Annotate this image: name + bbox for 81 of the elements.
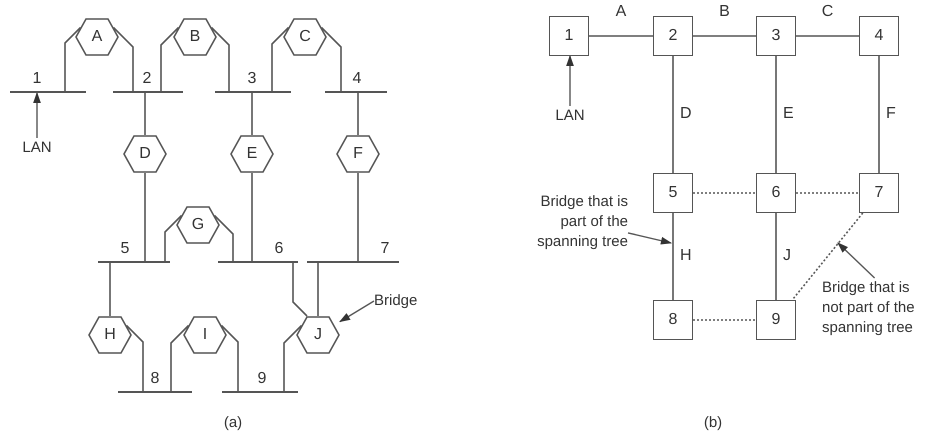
bridge-link: [251, 173, 253, 261]
bridge-link: [317, 263, 319, 316]
annotation-text: Bridge: [374, 291, 434, 311]
bridge-hexagon: H: [88, 316, 132, 354]
figure-caption: (a): [222, 413, 244, 433]
annotation-text: Bridge that is part of the spanning tree: [530, 192, 628, 258]
bridge-link: [112, 26, 134, 91]
bridge-link: [775, 213, 777, 300]
edge-label: D: [680, 104, 693, 124]
edge-label: J: [783, 246, 792, 266]
lan-number: 2: [142, 70, 152, 88]
dotted-link: [796, 192, 859, 194]
bridge-hexagon: F: [336, 135, 380, 173]
arrow: [33, 92, 41, 138]
lan-box: 7: [859, 173, 899, 213]
bridge-hexagon: E: [230, 135, 274, 173]
lan-number: 6: [274, 240, 284, 258]
bridge-link: [589, 35, 653, 37]
edge-label: B: [718, 2, 731, 22]
bridge-link: [320, 26, 342, 91]
annotation-text: LAN: [548, 106, 592, 126]
bridge-hexagon: D: [123, 135, 167, 173]
bridge-hexagon: C: [283, 18, 327, 56]
bridge-hexagon: B: [173, 18, 217, 56]
lan-box: 9: [756, 300, 796, 340]
bridge-link: [693, 35, 756, 37]
lan-box: 8: [653, 300, 693, 340]
dotted-link: [693, 319, 756, 321]
bridge-link: [210, 26, 230, 91]
bridge-link: [144, 173, 146, 261]
bridge-link: [357, 93, 359, 135]
bridge-link: [672, 213, 674, 300]
bridge-hexagon: A: [75, 18, 119, 56]
bridge-link: [144, 93, 146, 135]
bridge-link: [251, 93, 253, 135]
lan-box: 4: [859, 16, 899, 56]
lan-box: 3: [756, 16, 796, 56]
edge-label: F: [886, 104, 897, 124]
lan-number: 7: [380, 240, 390, 258]
bridge-link: [672, 56, 674, 173]
dotted-link: [792, 212, 864, 300]
edge-label: E: [783, 104, 795, 124]
edge-label: C: [820, 2, 834, 22]
bridge-link: [170, 324, 190, 391]
lan-box: 2: [653, 16, 693, 56]
figure-caption: (b): [702, 413, 724, 433]
lan-box: 1: [549, 16, 589, 56]
lan-number: 4: [352, 70, 362, 88]
bridge-hexagon: J: [296, 316, 340, 354]
bridge-link: [292, 263, 308, 317]
arrow: [837, 242, 876, 278]
bridge-link: [64, 26, 82, 91]
bridge-link: [164, 214, 182, 261]
edge-label: H: [680, 246, 693, 266]
lan-number: 3: [246, 70, 258, 88]
bridge-link: [775, 56, 777, 173]
bridge-link: [357, 173, 359, 261]
lan-number: 9: [256, 370, 268, 388]
bridge-link: [220, 324, 239, 391]
lan-box: 5: [653, 173, 693, 213]
dotted-link: [693, 192, 756, 194]
edge-label: A: [614, 2, 628, 22]
lan-number: 5: [120, 240, 130, 258]
lan-number: 8: [150, 370, 160, 388]
lan-number: 1: [32, 70, 42, 88]
bridge-link: [796, 35, 859, 37]
annotation-text: Bridge that is not part of the spanning tree: [822, 278, 934, 342]
bridge-link: [160, 26, 180, 91]
bridge-link: [214, 214, 234, 261]
bridge-link: [878, 56, 880, 173]
bridge-link: [271, 26, 290, 91]
bridge-link: [283, 324, 302, 391]
bridge-hexagon: I: [183, 316, 227, 354]
arrow: [628, 232, 672, 244]
arrow: [339, 300, 374, 322]
bridge-hexagon: G: [176, 206, 220, 244]
lan-box: 6: [756, 173, 796, 213]
bridge-link: [109, 263, 111, 316]
annotation-text: LAN: [15, 138, 59, 158]
bridge-link: [126, 324, 144, 391]
arrow: [566, 54, 574, 106]
